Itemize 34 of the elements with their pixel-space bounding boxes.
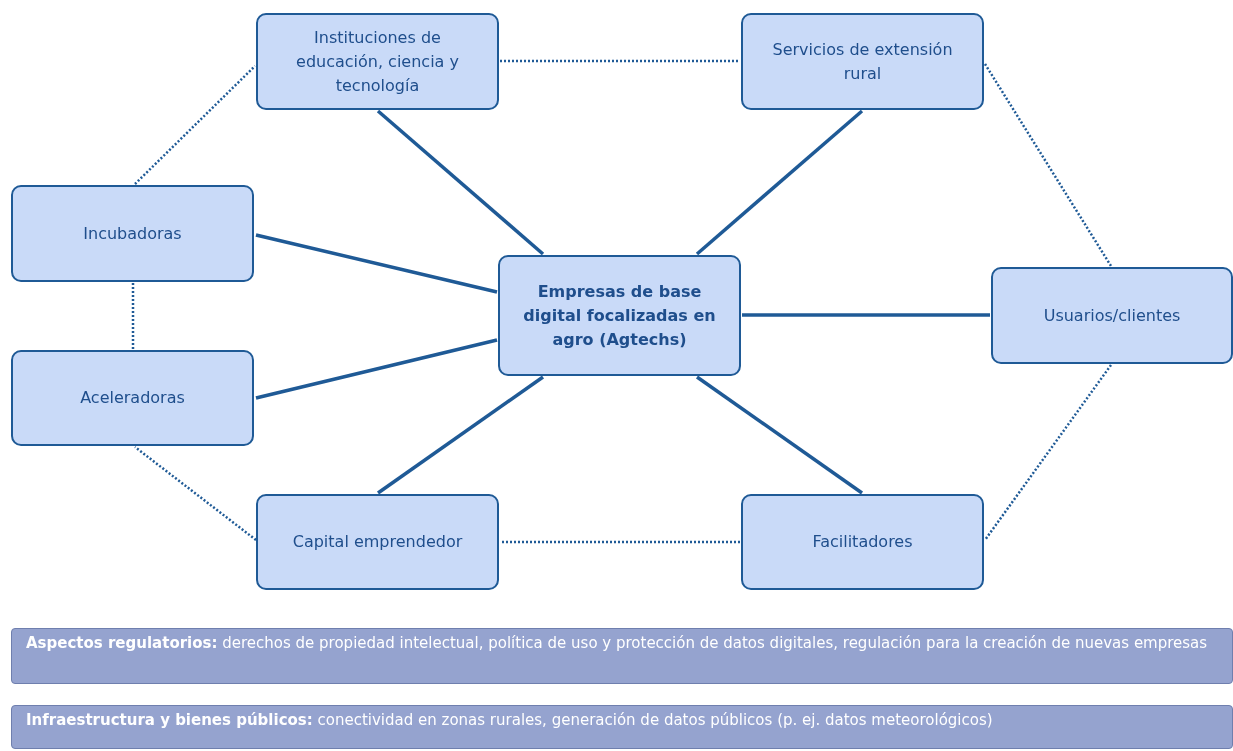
actor-box bbox=[11, 185, 254, 282]
connector-line bbox=[377, 375, 544, 495]
node-label: Aceleradoras bbox=[80, 387, 185, 409]
actor-box bbox=[741, 13, 984, 110]
node-label: Usuarios/clientes bbox=[1043, 304, 1181, 327]
actor-box bbox=[256, 13, 499, 110]
dotted-connector bbox=[984, 364, 1112, 541]
actor-box bbox=[991, 267, 1233, 364]
node-label: Instituciones de educación, ciencia y tecnología bbox=[295, 26, 460, 97]
connector-line bbox=[742, 313, 990, 317]
info-band bbox=[11, 628, 1233, 684]
dotted-connector bbox=[134, 446, 257, 541]
actor-box bbox=[256, 494, 499, 590]
node-label: Capital emprendedor bbox=[292, 531, 463, 553]
node-label: Empresas de base digital focalizadas en agro (Agtechs) bbox=[522, 280, 717, 351]
connector-line bbox=[695, 109, 864, 256]
band-text: Aspectos regulatorios: derechos de propiedad intelectual, política de uso y protección de datos digitales, regulación para la creación de nuevas empresas bbox=[26, 634, 1208, 652]
dotted-connector bbox=[983, 63, 1113, 267]
actor-box bbox=[741, 494, 984, 590]
dotted-connector bbox=[134, 65, 256, 185]
actor-box bbox=[11, 350, 254, 446]
info-band bbox=[11, 705, 1233, 749]
dotted-connector bbox=[500, 540, 740, 544]
node-label: Servicios de extensión rural bbox=[771, 38, 954, 85]
central-box bbox=[498, 255, 741, 376]
node-label: Incubadoras bbox=[83, 222, 182, 245]
band-text: Infraestructura y bienes públicos: conectividad en zonas rurales, generación de datos públicos (p. ej. datos meteorológicos) bbox=[26, 711, 993, 729]
connector-line bbox=[696, 375, 863, 495]
connector-line bbox=[255, 338, 498, 400]
node-label: Facilitadores bbox=[812, 531, 913, 553]
dotted-connector bbox=[131, 283, 135, 349]
connector-line bbox=[255, 233, 498, 294]
connector-line bbox=[376, 109, 545, 256]
dotted-connector bbox=[500, 59, 740, 63]
